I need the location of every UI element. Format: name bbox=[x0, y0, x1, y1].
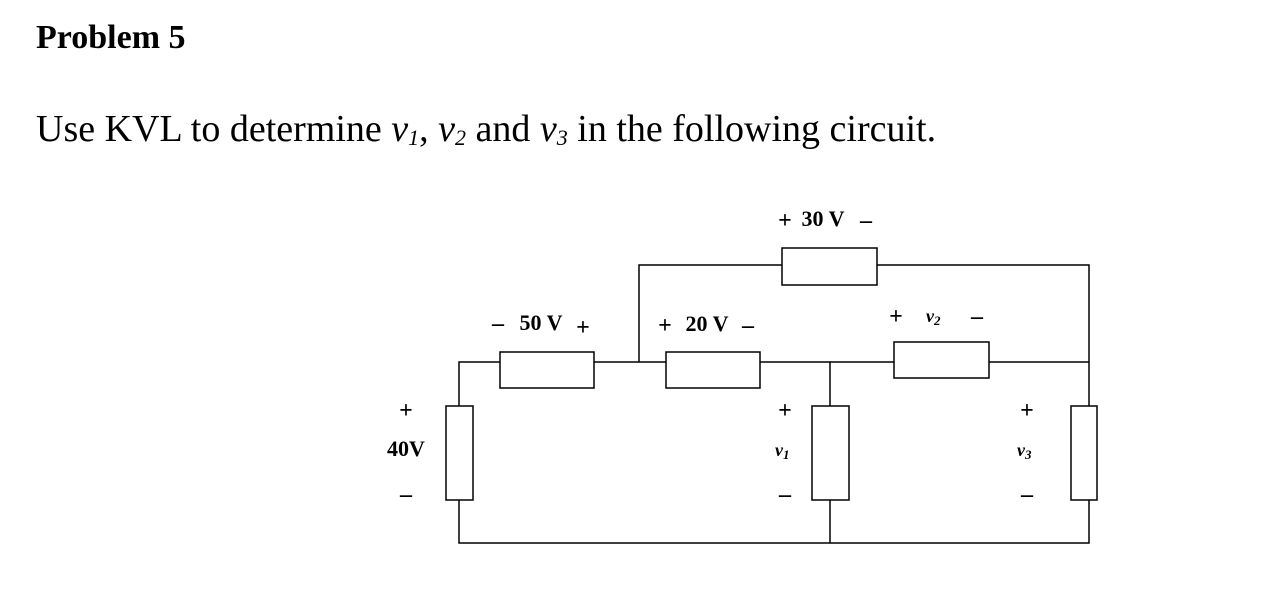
prompt-separator-1: , bbox=[419, 108, 439, 150]
problem-title: Problem 5 bbox=[36, 19, 186, 56]
element-v1-label: v1 bbox=[775, 440, 790, 462]
element-v1-minus: – bbox=[778, 482, 792, 508]
element-30v bbox=[781, 247, 878, 286]
element-50v-plus: + bbox=[576, 315, 590, 341]
source-40v-label: 40V bbox=[387, 436, 425, 461]
element-v3 bbox=[1070, 405, 1098, 501]
v3-subscript: 3 bbox=[556, 125, 568, 150]
element-20v-plus: + bbox=[658, 313, 672, 339]
element-v3-plus: + bbox=[1020, 398, 1034, 424]
element-20v-label: 20 V bbox=[686, 311, 729, 336]
element-v1-plus: + bbox=[778, 398, 792, 424]
prompt-separator-2: and bbox=[466, 108, 540, 150]
element-v1 bbox=[811, 405, 850, 501]
source-40v-plus: + bbox=[399, 398, 413, 424]
v1-letter: v bbox=[391, 108, 409, 150]
element-30v-label: 30 V bbox=[802, 206, 845, 231]
element-30v-plus: + bbox=[778, 208, 792, 234]
wire-up-to-30v bbox=[638, 264, 782, 362]
prompt-text-end: in the following circuit. bbox=[567, 108, 937, 150]
element-v2-label: v2 bbox=[926, 306, 941, 328]
element-v2-minus: – bbox=[970, 304, 984, 330]
wire-left-top bbox=[458, 361, 500, 406]
prompt-text-start: Use KVL to determine bbox=[36, 108, 392, 150]
v2-subscript: 2 bbox=[455, 125, 467, 150]
wire-30v-to-right bbox=[877, 264, 1090, 406]
problem-prompt: Use KVL to determine v1, v2 and v3 in th… bbox=[36, 104, 936, 163]
element-50v-label: 50 V bbox=[520, 310, 563, 335]
element-20v bbox=[665, 351, 761, 389]
source-40v-element bbox=[445, 405, 474, 501]
element-v3-label: v3 bbox=[1017, 440, 1032, 462]
element-20v-minus: – bbox=[741, 313, 755, 339]
v3-letter: v bbox=[539, 108, 557, 150]
source-40v-minus: – bbox=[399, 482, 413, 508]
v1-subscript: 1 bbox=[408, 125, 420, 150]
element-v3-minus: – bbox=[1020, 482, 1034, 508]
wire-bottom-return bbox=[458, 500, 1090, 544]
elements bbox=[445, 247, 1098, 501]
element-30v-minus: – bbox=[859, 208, 873, 234]
wire-20v-to-v1-node bbox=[760, 361, 831, 406]
wires bbox=[458, 264, 1090, 544]
element-v2-plus: + bbox=[889, 304, 903, 330]
v2-letter: v bbox=[438, 108, 456, 150]
element-v2 bbox=[893, 341, 990, 379]
element-50v-minus: – bbox=[491, 311, 505, 337]
element-50v bbox=[499, 351, 595, 389]
